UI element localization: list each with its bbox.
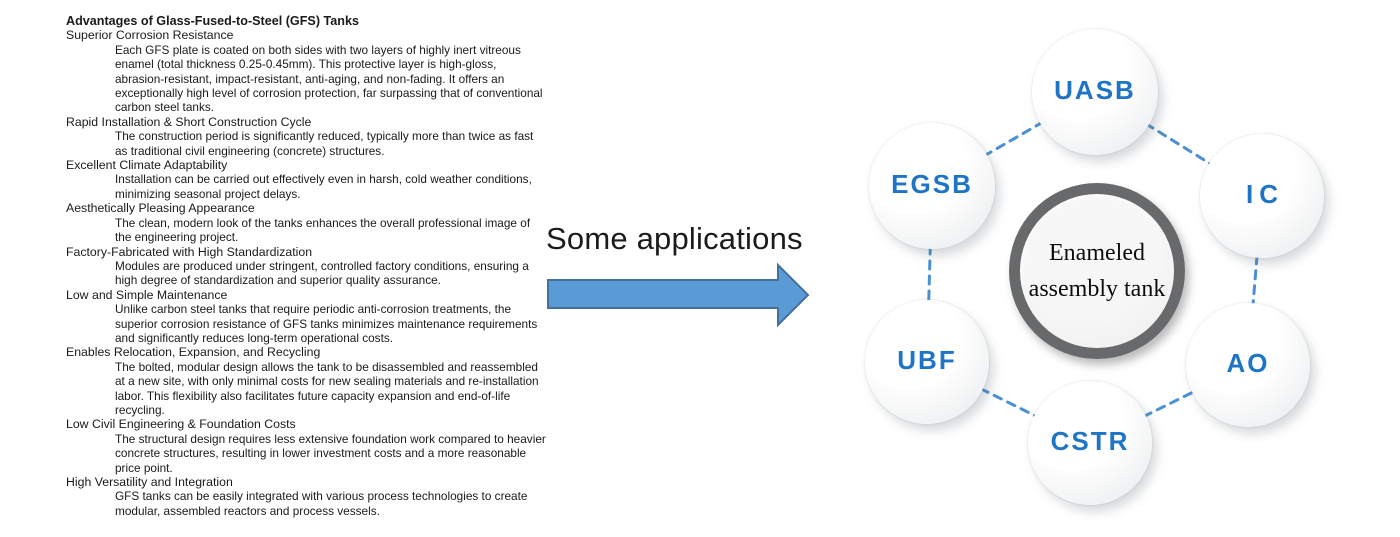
node-label: CSTR [1050,425,1130,456]
section-body: The bolted, modular design allows the ta… [115,359,539,417]
section-climate-adaptability: Excellent Climate Adaptability Installat… [66,158,552,201]
section-heading: Excellent Climate Adaptability [66,158,228,173]
advantages-text-block: Advantages of Glass-Fused-to-Steel (GFS)… [66,14,552,518]
section-heading: Superior Corrosion Resistance [66,28,234,43]
diagram-node-ic: IC [1200,134,1324,258]
section-heading: Rapid Installation & Short Construction … [66,114,312,129]
section-foundation-costs: Low Civil Engineering & Foundation Costs… [66,417,552,475]
node-label: UASB [1054,74,1136,105]
center-label-line1: Enameled [1049,240,1145,266]
section-heading: Low Civil Engineering & Foundation Costs [66,417,296,432]
section-body: The structural design requires less exte… [115,431,546,475]
section-body: Each GFS plate is coated on both sides w… [115,42,543,115]
center-label-line2: assembly tank [1028,276,1166,302]
section-heading: High Versatility and Integration [66,475,233,489]
node-label: AO [1226,347,1270,378]
section-rapid-installation: Rapid Installation & Short Construction … [66,115,552,158]
some-applications-label: Some applications [546,221,803,256]
diagram-node-egsb: EGSB [869,123,995,249]
section-body: Unlike carbon steel tanks that require p… [115,302,538,345]
section-heading: Low and Simple Maintenance [66,287,228,302]
section-factory-fabricated: Factory-Fabricated with High Standardiza… [66,245,552,288]
right-block-arrow-icon [547,262,810,328]
section-heading: Enables Relocation, Expansion, and Recyc… [66,345,321,360]
section-heading: Factory-Fabricated with High Standardiza… [66,244,313,259]
section-body: Modules are produced under stringent, co… [115,258,529,288]
document-title: Advantages of Glass-Fused-to-Steel (GFS)… [66,14,359,28]
section-body: The construction period is significantly… [115,129,534,158]
section-body: GFS tanks can be easily integrated with … [115,489,528,518]
arrow-shape [547,262,810,328]
diagram-center-node: Enameled assembly tank [1009,183,1185,359]
section-versatility-integration: High Versatility and Integration GFS tan… [66,475,552,518]
node-label: UBF [897,344,957,375]
diagram-node-ao: AO [1186,303,1310,427]
applications-diagram: UASB EGSB IC UBF AO CSTR Enameled assemb… [820,0,1400,537]
section-simple-maintenance: Low and Simple Maintenance Unlike carbon… [66,288,552,346]
diagram-node-ubf: UBF [865,300,989,424]
node-label: IC [1246,178,1284,209]
section-pleasing-appearance: Aesthetically Pleasing Appearance The cl… [66,201,552,244]
section-relocation-expansion: Enables Relocation, Expansion, and Recyc… [66,345,552,417]
diagram-node-uasb: UASB [1032,29,1158,155]
section-superior-corrosion: Superior Corrosion Resistance Each GFS p… [66,28,552,114]
section-heading: Aesthetically Pleasing Appearance [66,201,255,216]
node-label: EGSB [891,168,973,199]
section-body: The clean, modern look of the tanks enha… [115,215,531,245]
diagram-node-cstr: CSTR [1028,381,1152,505]
section-body: Installation can be carried out effectiv… [115,172,532,201]
